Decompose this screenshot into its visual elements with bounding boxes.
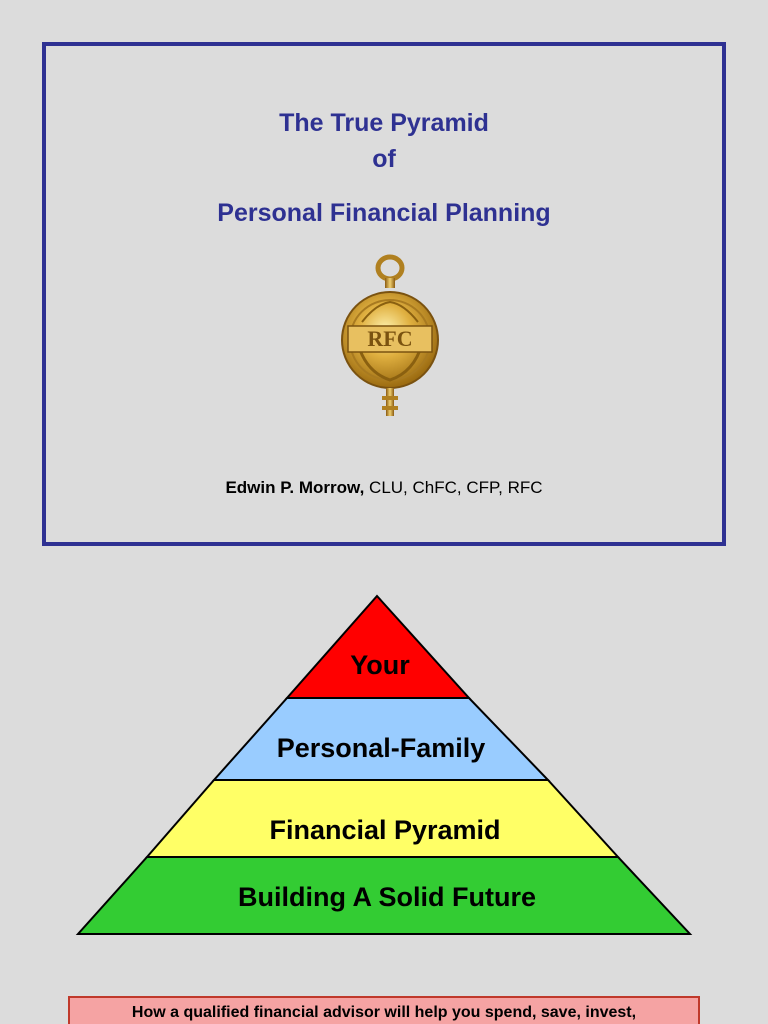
title-line-1: The True Pyramid — [279, 109, 489, 137]
author-name: Edwin P. Morrow, — [225, 478, 365, 497]
author-credentials: CLU, ChFC, CFP, RFC — [364, 478, 543, 497]
summary-banner: How a qualified financial advisor will h… — [68, 996, 700, 1024]
pyramid-tier-1 — [284, 594, 472, 699]
pyramid-tier-label-4: Building A Solid Future — [238, 882, 536, 912]
pyramid-tier-4 — [75, 856, 693, 935]
summary-text: How a qualified financial advisor will h… — [131, 1004, 637, 1021]
pyramid-diagram: Your Personal-Family Financial Pyramid B… — [75, 594, 693, 935]
medal-text: RFC — [367, 326, 412, 351]
title-line-2: of — [372, 145, 396, 173]
rfc-medal-icon: RFC — [341, 254, 439, 416]
author-line: Edwin P. Morrow, CLU, ChFC, CFP, RFC — [46, 478, 722, 498]
pyramid-tier-label-2: Personal-Family — [277, 733, 486, 763]
pyramid-tier-label-1: Your — [350, 650, 410, 680]
title-line-3: Personal Financial Planning — [217, 199, 551, 227]
pyramid-tier-label-3: Financial Pyramid — [269, 815, 500, 845]
title-box: The True Pyramid of Personal Financial P… — [42, 42, 726, 546]
